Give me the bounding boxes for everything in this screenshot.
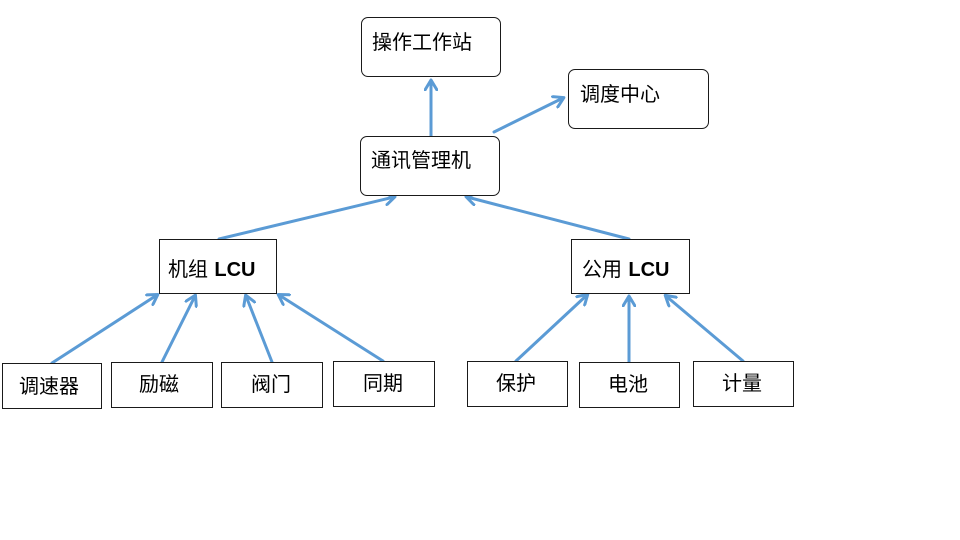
protection-node: 保护 [467,361,568,407]
arrow-excitation-to-unit-lcu [160,296,195,364]
governor-label: 调速器 [19,374,79,398]
protection-label: 保护 [496,371,536,395]
dispatch-center-node: 调度中心 [568,69,709,129]
unit-lcu-label: 机组 LCU [168,257,255,282]
unit-lcu-prefix: 机组 [168,257,215,281]
arrow-valve-to-unit-lcu [246,296,274,364]
arrow-comm-manager-to-dispatch-center [492,98,563,134]
excitation-label: 励磁 [139,372,179,396]
unit-lcu-node: 机组 LCU [159,239,277,294]
arrow-protection-to-public-lcu [514,295,587,363]
arrow-unit-lcu-to-comm-manager [217,197,394,241]
arrow-public-lcu-to-comm-manager [467,197,631,241]
governor-node: 调速器 [2,363,102,409]
public-lcu-label: 公用 LCU [582,257,669,282]
public-lcu-node: 公用 LCU [571,239,690,294]
metering-node: 计量 [693,361,794,407]
comm-manager-label: 通讯管理机 [371,148,471,172]
battery-node: 电池 [579,362,680,408]
metering-label: 计量 [722,371,762,395]
comm-manager-node: 通讯管理机 [360,136,500,196]
workstation-node: 操作工作站 [361,17,501,77]
battery-label: 电池 [608,372,648,396]
arrow-governor-to-unit-lcu [50,295,157,365]
sync-node: 同期 [333,361,435,407]
sync-label: 同期 [363,371,403,395]
workstation-label: 操作工作站 [372,30,472,54]
dispatch-center-label: 调度中心 [580,82,660,106]
arrow-metering-to-public-lcu [666,296,745,363]
excitation-node: 励磁 [111,362,213,408]
public-lcu-suffix: LCU [628,259,670,281]
unit-lcu-suffix: LCU [214,259,256,281]
valve-node: 阀门 [221,362,323,408]
arrow-sync-to-unit-lcu [279,295,385,363]
valve-label: 阀门 [251,372,291,396]
public-lcu-prefix: 公用 [582,257,629,281]
